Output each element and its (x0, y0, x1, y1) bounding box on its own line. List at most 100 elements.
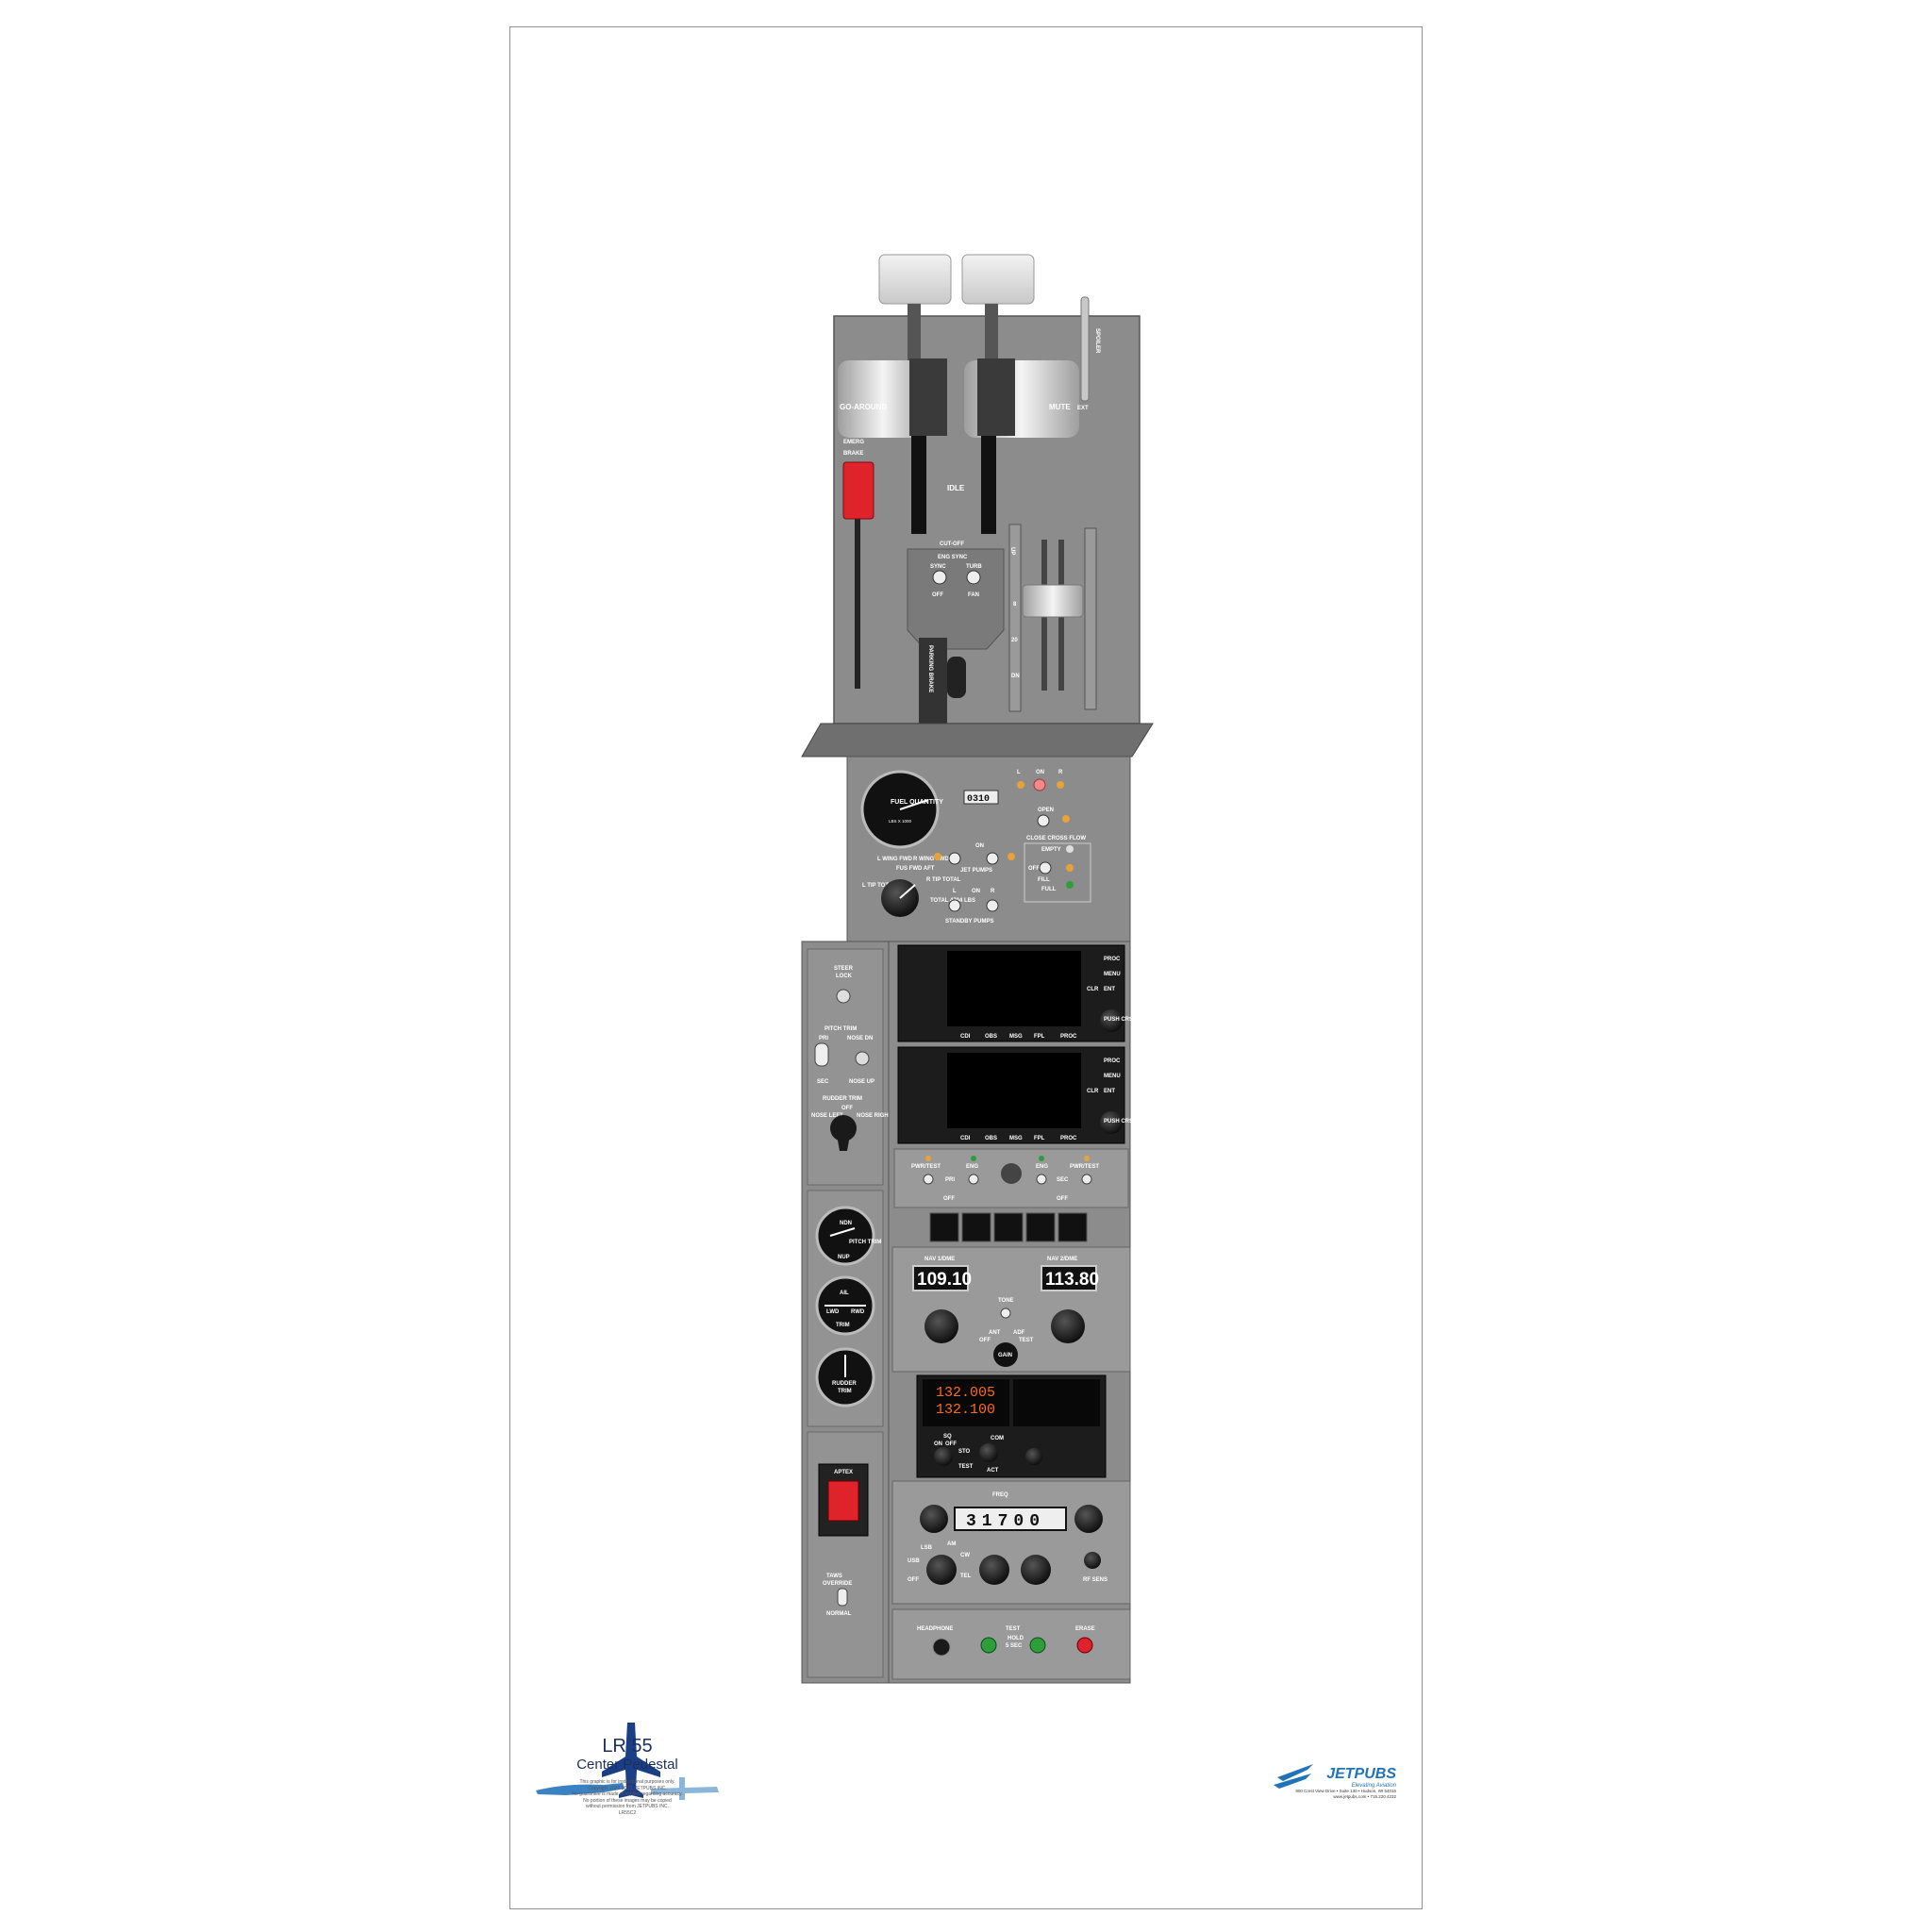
gps1-soft-obs[interactable]: OBS (985, 1034, 997, 1040)
fine-line-6: LR55C2 (618, 1809, 637, 1816)
eng-right-switch[interactable] (1036, 1174, 1047, 1185)
audio-test-panel: HEADPHONE TEST HOLD 5 SEC ERASE (891, 1608, 1131, 1680)
gps2-crsr-knob[interactable] (1100, 1111, 1123, 1134)
steer-lock-button[interactable] (836, 989, 851, 1004)
brand-contact: www.jetpubs.com • 715.220.4232 (1333, 1794, 1396, 1799)
right-throttle-handle[interactable] (961, 254, 1035, 305)
taws-switch[interactable] (837, 1588, 848, 1607)
light-l (1017, 781, 1024, 789)
hf-mode-cw: CW (960, 1553, 970, 1558)
light-on (1033, 778, 1046, 791)
emerg-brake-handle[interactable] (842, 461, 874, 520)
standby-pump-switch-left[interactable] (948, 899, 961, 912)
pitch-pri-label: PRI (819, 1036, 828, 1041)
standby-on-label: ON (972, 889, 980, 894)
gps2-push-crsr: PUSH CRSR (1104, 1119, 1138, 1124)
pwr-test-left-switch[interactable] (923, 1174, 934, 1185)
com2-volume-knob[interactable] (1025, 1448, 1042, 1465)
gps2-soft-fpl[interactable]: FPL (1034, 1136, 1045, 1141)
gps2-key-clr[interactable]: CLR (1087, 1089, 1099, 1094)
nav1-label: NAV 1/DME (924, 1257, 955, 1262)
fuel-fill-switch[interactable] (1039, 861, 1052, 874)
gps1-soft-proc[interactable]: PROC (1060, 1034, 1077, 1040)
brand-address: 900 Crest View Drive • Suite 130 • Hudso… (1295, 1789, 1396, 1793)
test-button-left[interactable] (980, 1637, 997, 1654)
cross-flow-switch[interactable] (1037, 814, 1050, 827)
gps1-key-ent[interactable]: ENT (1104, 987, 1115, 992)
pitch-trim-pri-sec-switch[interactable] (814, 1042, 829, 1067)
gps2-key-proc[interactable]: PROC (1104, 1058, 1121, 1064)
spoiler-label: SPOILER (1094, 328, 1100, 354)
gps1-soft-fpl[interactable]: FPL (1034, 1034, 1045, 1040)
gps1-crsr-knob[interactable] (1100, 1009, 1123, 1032)
tone-switch[interactable] (1000, 1307, 1011, 1319)
gps2-key-menu[interactable]: MENU (1104, 1074, 1121, 1079)
hf-volume-knob[interactable] (979, 1555, 1009, 1585)
hf-freq-label: FREQ (992, 1492, 1008, 1498)
nav1-freq: 109.10 (917, 1270, 972, 1290)
xpdr-center-knob[interactable] (1001, 1163, 1022, 1184)
gps2-soft-proc[interactable]: PROC (1060, 1136, 1077, 1141)
gps1-key-clr[interactable]: CLR (1087, 987, 1099, 992)
flap-lever[interactable] (1022, 584, 1084, 618)
jet-pumps-label: JET PUMPS (960, 868, 992, 874)
go-around-label: GO-AROUND (840, 403, 887, 411)
poster-fine-print: This graphic is for instructional purpos… (566, 1779, 689, 1816)
gps-unit-1: PROC MENU CLR ENT PUSH CRSR CDI OBS MSG … (897, 944, 1138, 1042)
fill-off-label: OFF (1028, 866, 1040, 872)
nav1-tuning-knob[interactable] (924, 1309, 958, 1343)
com-off-label: OFF (945, 1441, 957, 1447)
hf-right-knob[interactable] (1074, 1505, 1103, 1533)
com-tuning-knob[interactable] (979, 1443, 998, 1462)
sel-lwing: L WING FWD (877, 857, 913, 862)
rudder-trim-label: RUDDER TRIM (823, 1096, 862, 1102)
eng-left-switch[interactable] (968, 1174, 979, 1185)
gps2-key-ent[interactable]: ENT (1104, 1089, 1115, 1094)
aptex-button[interactable] (827, 1480, 859, 1522)
standby-pump-switch-right[interactable] (986, 899, 999, 912)
test-button-right[interactable] (1029, 1637, 1046, 1654)
fine-line-1: This graphic is for instructional purpos… (579, 1779, 675, 1785)
gps2-soft-msg[interactable]: MSG (1009, 1136, 1023, 1141)
off-right: OFF (1057, 1196, 1068, 1202)
pwr-test-right-switch[interactable] (1081, 1174, 1092, 1185)
nose-left-label: NOSE LEFT (811, 1113, 843, 1119)
nose-right-label: NOSE RIGHT (857, 1113, 892, 1119)
adf-gain-knob[interactable] (993, 1342, 1018, 1367)
left-throttle-handle[interactable] (878, 254, 952, 305)
hf-mode-am: AM (947, 1541, 956, 1547)
cut-off-label: CUT-OFF (940, 541, 964, 547)
erase-button[interactable] (1076, 1637, 1093, 1654)
gps1-key-proc[interactable]: PROC (1104, 957, 1121, 962)
eng-sync-switch-right[interactable] (966, 570, 981, 585)
sync-label: SYNC (930, 564, 946, 570)
five-sec-label: 5 SEC (1006, 1643, 1023, 1649)
com-volume-knob[interactable] (934, 1447, 953, 1466)
ail-trim-label: TRIM (836, 1323, 850, 1328)
gps1-soft-cdi[interactable]: CDI (960, 1034, 971, 1040)
gps1-soft-msg[interactable]: MSG (1009, 1034, 1023, 1040)
pitch-trim-nose-switch[interactable] (855, 1051, 870, 1066)
gps2-soft-obs[interactable]: OBS (985, 1136, 997, 1141)
fuel-panel: FUEL QUANTITY LBS X 1000 0310 L ON R OPE… (846, 756, 1131, 942)
hf-mode-knob[interactable] (926, 1555, 957, 1585)
headphone-jack[interactable] (932, 1638, 951, 1657)
hf-mode-tel: TEL (960, 1574, 972, 1579)
light-l-label: L (1017, 770, 1021, 775)
light-on-label: ON (1036, 770, 1044, 775)
jet-pump-switch-right[interactable] (986, 852, 999, 865)
jet-pump-switch-left[interactable] (948, 852, 961, 865)
hf-rf-sens-knob[interactable] (1084, 1552, 1101, 1569)
rudder-off-label: OFF (841, 1106, 853, 1111)
nav2-tuning-knob[interactable] (1051, 1309, 1085, 1343)
hf-squelch-knob[interactable] (1021, 1555, 1051, 1585)
pitch-nup: NUP (838, 1255, 850, 1260)
spoiler-handle[interactable] (1080, 296, 1090, 402)
fuel-gauge-units: LBS X 1000 (889, 819, 912, 824)
gps-1-screen (947, 951, 1081, 1026)
hf-left-knob[interactable] (920, 1505, 948, 1533)
gps1-key-menu[interactable]: MENU (1104, 972, 1121, 977)
gps2-soft-cdi[interactable]: CDI (960, 1136, 971, 1141)
ail-label: AIL (840, 1291, 849, 1296)
eng-sync-switch-left[interactable] (932, 570, 947, 585)
